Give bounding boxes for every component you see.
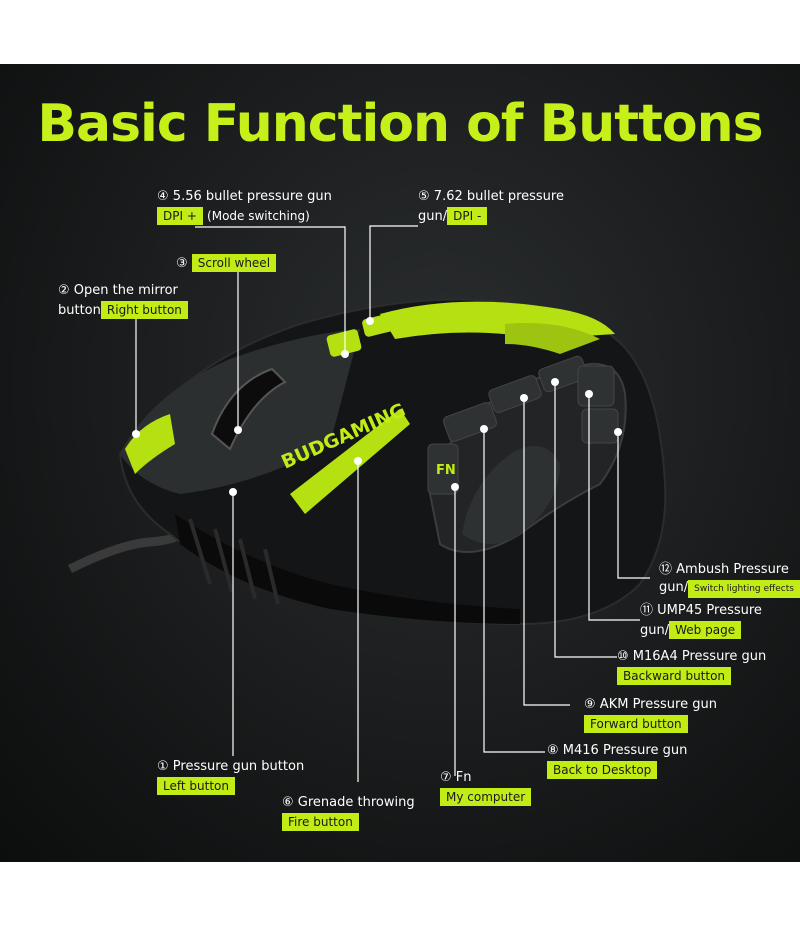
mouse-illustration: FN BUDGAMING (67, 225, 667, 782)
callout-number: ⑫ (659, 562, 673, 577)
callout-number: ⑩ (617, 649, 629, 664)
side-button-m416 (442, 402, 498, 442)
callout-fire-button: ⑥ Grenade throwing Fire button (282, 794, 415, 831)
callout-text: 5.56 bullet pressure gun (172, 189, 332, 204)
callout-text-2: gun/ (640, 623, 670, 638)
callout-tag: Right button (100, 301, 188, 319)
callout-text: 7.62 bullet pressure (433, 189, 564, 204)
callout-text: AKM Pressure gun (599, 697, 717, 712)
callout-akm: ⑨ AKM Pressure gun Forward button (584, 696, 717, 733)
callout-text: Pressure gun button (172, 759, 305, 774)
leader-line-c8 (483, 429, 545, 753)
callout-text: Fn (455, 770, 472, 785)
product-image: FN BUDGAMING Basic Function of Buttons (0, 64, 800, 862)
callout-tag: Forward button (584, 715, 688, 733)
callout-m16a4: ⑩ M16A4 Pressure gun Backward button (617, 648, 766, 685)
leader-line-c10 (554, 382, 617, 658)
callout-left-button: ① Pressure gun button Left button (157, 758, 304, 795)
callout-text-2: gun/ (659, 580, 689, 595)
callout-number: ⑨ (584, 697, 596, 712)
callout-tag: DPI - (447, 207, 488, 225)
callout-dpi-plus: ④ 5.56 bullet pressure gun DPI + (Mode s… (157, 188, 332, 225)
dpi-plus-button (326, 329, 362, 357)
callout-tag: My computer (440, 788, 532, 806)
callout-tag: DPI + (157, 207, 203, 225)
callout-m416: ⑧ M416 Pressure gun Back to Desktop (547, 742, 687, 779)
callout-number: ⑪ (640, 603, 654, 618)
leader-line-c12 (617, 432, 650, 579)
leader-line-c11 (588, 394, 640, 621)
callout-ambush: ⑫ Ambush Pressure (659, 561, 789, 578)
callout-tag: Web page (669, 621, 742, 639)
callout-tag: Switch lighting effects (688, 580, 800, 598)
fn-button (427, 443, 459, 495)
callout-ump45: ⑪ UMP45 Pressure gun/Web page (640, 602, 762, 639)
side-button-akm (488, 375, 542, 413)
leader-line-c4 (195, 226, 346, 354)
callout-number: ⑦ (440, 770, 452, 785)
callout-ambush-tag: gun/Switch lighting effects (659, 578, 800, 598)
callout-text-2: button (58, 303, 101, 318)
callout-text: UMP45 Pressure (657, 603, 762, 618)
callout-dpi-minus: ⑤ 7.62 bullet pressure gun/DPI - (418, 188, 564, 225)
callout-number: ① (157, 759, 169, 774)
leader-line-c9 (523, 398, 570, 706)
accent-stripe-right (505, 323, 600, 354)
leader-line-c5 (369, 225, 418, 321)
accent-stripe-mid (290, 409, 410, 514)
callout-tag: Fire button (282, 813, 359, 831)
callout-text: Ambush Pressure (676, 562, 789, 577)
callout-number: ⑧ (547, 743, 559, 758)
callout-tag: Left button (157, 777, 235, 795)
callout-number: ⑤ (418, 189, 430, 204)
callout-number: ③ (176, 256, 188, 271)
callout-tag: Back to Desktop (547, 761, 658, 779)
accent-stripe-left (125, 414, 175, 474)
side-thumb-rest (462, 446, 560, 544)
callout-number: ② (58, 283, 70, 298)
callout-scroll-wheel: ③ Scroll wheel (176, 252, 277, 272)
callout-text: M16A4 Pressure gun (632, 649, 767, 664)
callout-number: ⑥ (282, 795, 294, 810)
callout-number: ④ (157, 189, 169, 204)
callout-note: (Mode switching) (207, 209, 310, 223)
callout-text: M416 Pressure gun (562, 743, 688, 758)
callout-text: Open the mirror (73, 283, 178, 298)
page-title: Basic Function of Buttons (37, 94, 763, 154)
callout-fn: ⑦ Fn My computer (440, 769, 532, 806)
side-button-ambush (581, 408, 619, 444)
callout-text-2: gun/ (418, 209, 448, 224)
callout-text: Grenade throwing (297, 795, 415, 810)
callout-tag: Scroll wheel (191, 254, 277, 272)
callout-tag: Backward button (617, 667, 732, 685)
fn-key-label: FN (436, 463, 456, 478)
side-button-ump45 (577, 365, 615, 407)
